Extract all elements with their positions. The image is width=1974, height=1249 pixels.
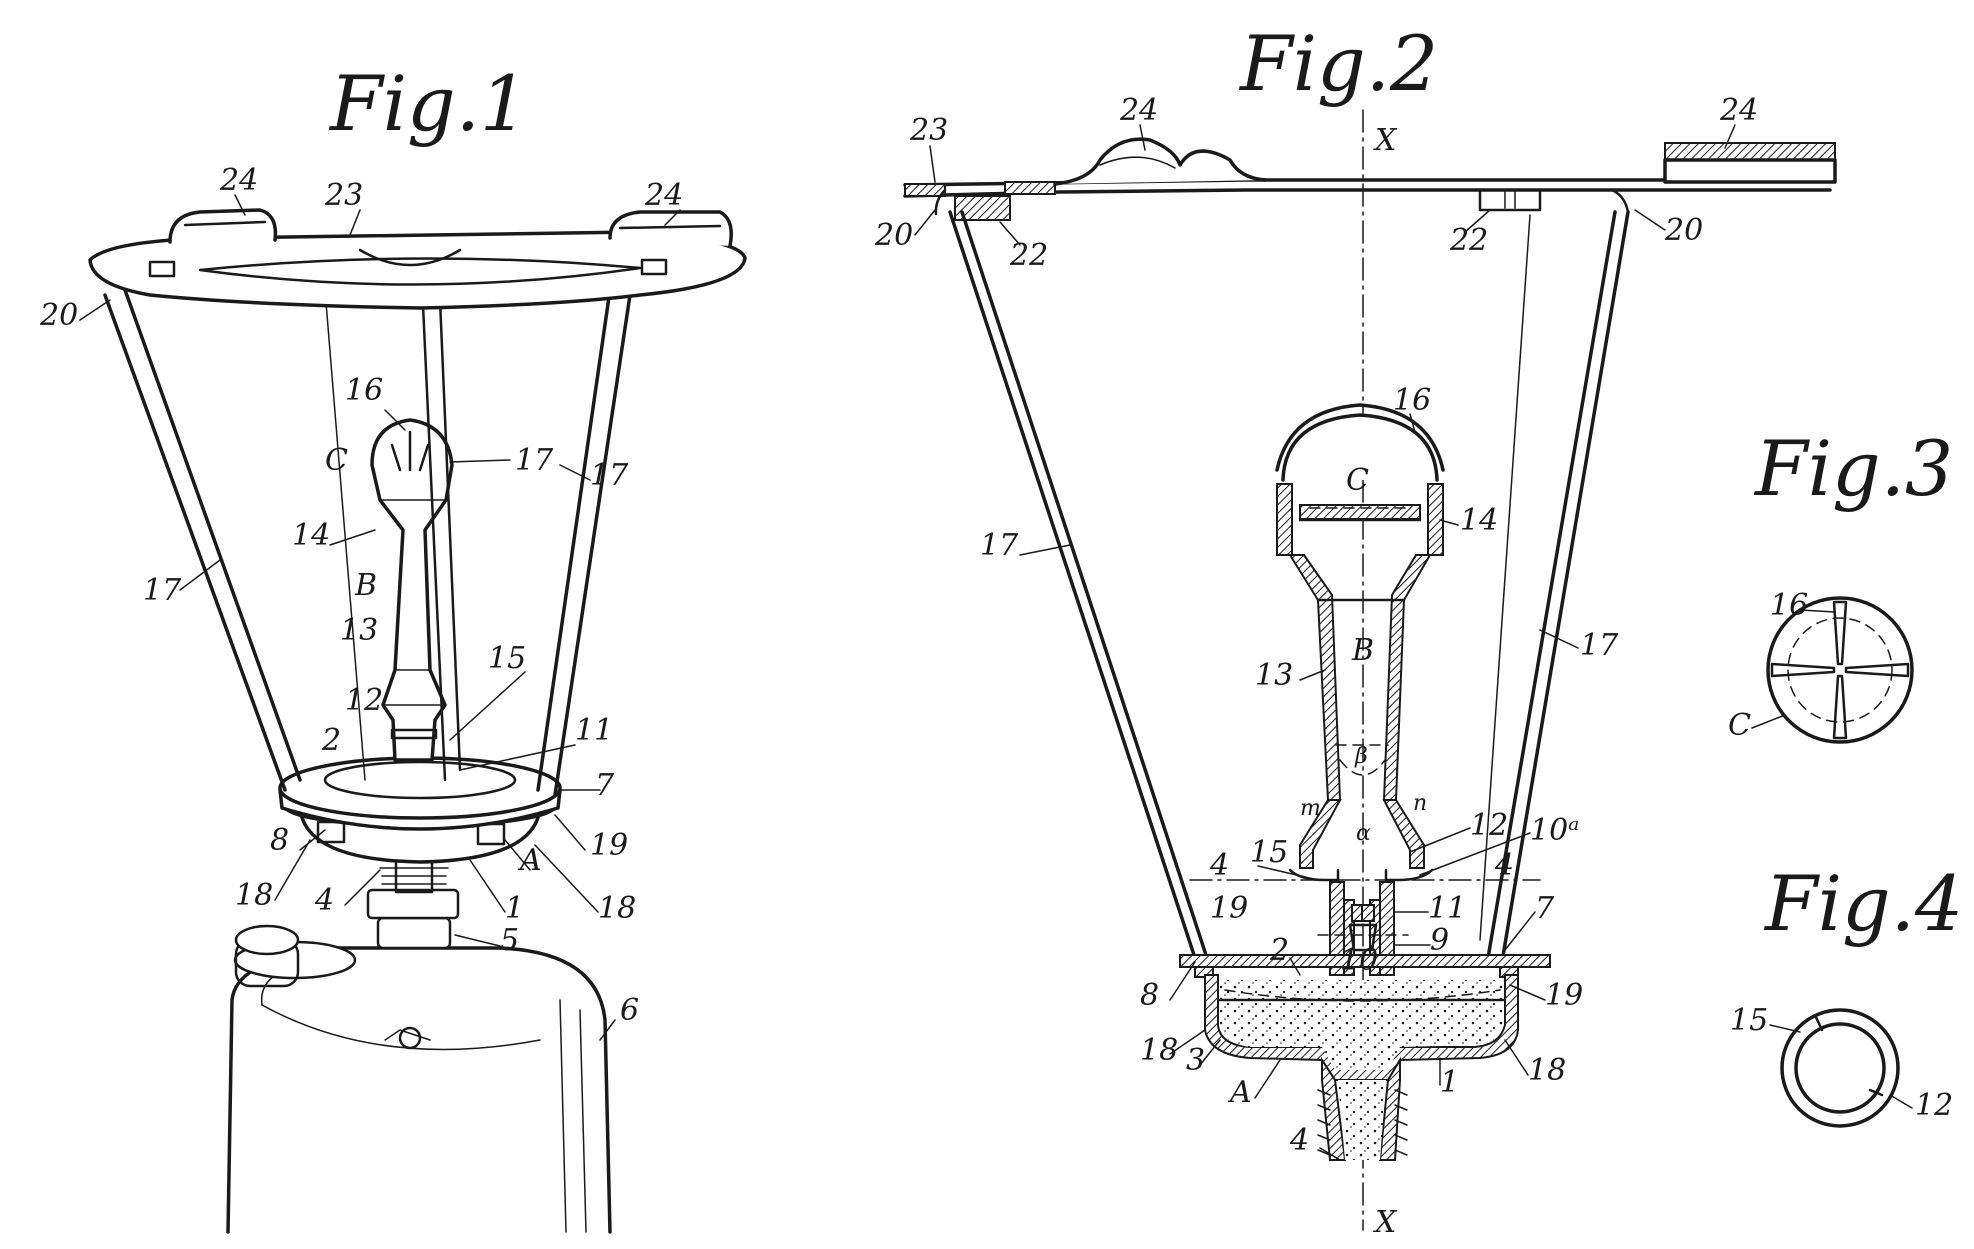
label-23: 23 xyxy=(324,178,363,213)
label-17: 17 xyxy=(1580,628,1619,663)
label-20: 20 xyxy=(1664,213,1703,248)
figure-1-title: Fig.1 xyxy=(328,59,528,148)
fig2-base xyxy=(1179,954,1551,1081)
label-12: 12 xyxy=(345,683,383,718)
label-17: 17 xyxy=(590,458,629,493)
label-24: 24 xyxy=(219,163,258,198)
label-1: 1 xyxy=(505,891,524,926)
label-7: 7 xyxy=(595,768,615,803)
label-4: 4 xyxy=(314,883,334,918)
label-C: C xyxy=(325,443,348,478)
label-14: 14 xyxy=(1460,503,1498,538)
label-alpha: α xyxy=(1356,821,1371,846)
label-23: 23 xyxy=(909,113,948,148)
label-m: m xyxy=(1300,796,1321,821)
label-C: C xyxy=(1346,463,1369,498)
label-4: 4 xyxy=(1209,848,1229,883)
label-20: 20 xyxy=(874,218,913,253)
label-13: 13 xyxy=(340,613,378,648)
label-16: 16 xyxy=(345,373,383,408)
label-13: 13 xyxy=(1255,658,1293,693)
label-10a: 10ᵃ xyxy=(1530,813,1579,848)
label-X: X xyxy=(1373,1205,1398,1240)
label-C: C xyxy=(1728,708,1751,743)
label-n: n xyxy=(1413,791,1427,816)
label-24: 24 xyxy=(1719,93,1758,128)
label-14: 14 xyxy=(292,518,330,553)
label-17: 17 xyxy=(980,528,1019,563)
label-5: 5 xyxy=(500,923,519,958)
label-15: 15 xyxy=(1250,835,1288,870)
top-plate xyxy=(903,137,1837,221)
label-1: 1 xyxy=(1440,1065,1459,1100)
figure-4-title: Fig.4 xyxy=(1763,859,1963,948)
figure-2-title: Fig.2 xyxy=(1238,19,1438,108)
label-22: 22 xyxy=(1009,238,1048,273)
nut-and-stem xyxy=(366,848,460,950)
label-12: 12 xyxy=(1470,808,1508,843)
label-11: 11 xyxy=(1428,891,1466,926)
label-7: 7 xyxy=(1535,891,1555,926)
ring-7 xyxy=(278,756,562,831)
label-17: 17 xyxy=(515,443,554,478)
label-19: 19 xyxy=(590,828,628,863)
label-12: 12 xyxy=(1915,1088,1953,1123)
label-19: 19 xyxy=(1545,978,1583,1013)
label-8: 8 xyxy=(270,823,289,858)
figure-3: Fig.3 16 C xyxy=(1728,424,1953,744)
label-2: 2 xyxy=(321,723,341,758)
fig2-legs xyxy=(948,210,1630,964)
gas-cartridge xyxy=(226,924,612,1234)
label-11: 11 xyxy=(575,713,613,748)
chimney xyxy=(1275,403,1445,556)
label-10: 10 xyxy=(1340,943,1378,978)
label-6: 6 xyxy=(620,993,639,1028)
label-B: B xyxy=(1351,633,1374,668)
label-18: 18 xyxy=(598,891,636,926)
label-2: 2 xyxy=(1269,933,1289,968)
label-15: 15 xyxy=(1730,1003,1768,1038)
label-X: X xyxy=(1373,123,1398,158)
figure-1: Fig.1 xyxy=(39,59,747,1234)
label-beta: β xyxy=(1354,744,1368,769)
label-8: 8 xyxy=(1140,978,1159,1013)
label-4: 4 xyxy=(1289,1123,1309,1158)
top-ring xyxy=(88,208,747,310)
label-20: 20 xyxy=(39,298,78,333)
label-3: 3 xyxy=(1186,1043,1205,1078)
label-15: 15 xyxy=(488,641,526,676)
figure-4: Fig.4 15 12 xyxy=(1730,859,1963,1128)
label-18: 18 xyxy=(235,878,273,913)
label-17: 17 xyxy=(143,573,182,608)
label-B: B xyxy=(354,568,377,603)
burner-tube xyxy=(370,418,454,762)
label-9: 9 xyxy=(1430,923,1449,958)
label-19: 19 xyxy=(1210,891,1248,926)
label-16: 16 xyxy=(1770,588,1808,623)
label-16: 16 xyxy=(1393,383,1431,418)
figure-1-labels: 24 23 24 20 16 C 17 17 14 B 17 13 12 15 … xyxy=(39,163,683,1041)
figure-2-labels: 23 24 24 20 22 22 20 16 C 14 17 17 13 B … xyxy=(874,93,1758,1161)
label-4: 4 xyxy=(1494,848,1514,883)
label-A: A xyxy=(1227,1075,1252,1110)
label-24: 24 xyxy=(1119,93,1158,128)
figure-2: Fig.2 X X xyxy=(874,19,1837,1240)
label-24: 24 xyxy=(644,178,683,213)
fig2-stem xyxy=(1317,1056,1408,1161)
label-18: 18 xyxy=(1528,1053,1566,1088)
label-18: 18 xyxy=(1140,1033,1178,1068)
legs xyxy=(103,288,632,797)
figure-3-title: Fig.3 xyxy=(1753,424,1953,513)
